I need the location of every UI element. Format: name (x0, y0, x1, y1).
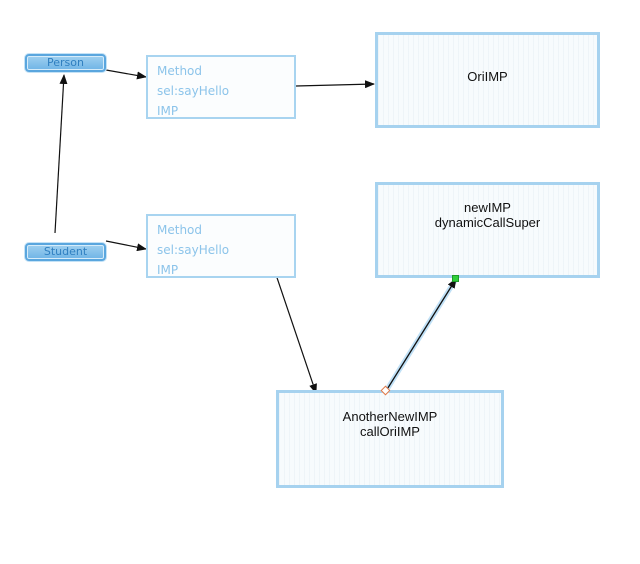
ori-imp-label: OriIMP (467, 69, 508, 84)
selector-line: sel:sayHello (157, 243, 230, 257)
new-imp-box[interactable]: newIMP dynamicCallSuper (375, 182, 600, 278)
student-method-box[interactable]: Method sel:sayHello IMP (146, 214, 296, 278)
another-new-imp-box[interactable]: AnotherNewIMP callOriIMP (276, 390, 504, 488)
dynamic-call-super-label: dynamicCallSuper (434, 215, 541, 230)
student-node[interactable]: Student (25, 243, 106, 261)
another-new-imp-label: AnotherNewIMP (342, 409, 438, 424)
edge-person-to-person-method[interactable] (105, 69, 147, 80)
imp-line: IMP (157, 263, 179, 277)
edge-person-method-to-ori-imp[interactable] (295, 80, 375, 89)
edge-another-new-imp-to-new-imp[interactable] (385, 278, 457, 392)
person-method-box[interactable]: Method sel:sayHello IMP (146, 55, 296, 119)
call-ori-imp-label: callOriIMP (360, 424, 420, 439)
ori-imp-box[interactable]: OriIMP (375, 32, 600, 128)
person-node[interactable]: Person (25, 54, 106, 72)
connector-end-handle[interactable] (452, 275, 459, 282)
person-label: Person (47, 56, 84, 69)
selector-line: sel:sayHello (157, 84, 230, 98)
edge-student-to-student-method[interactable] (105, 240, 147, 252)
imp-line: IMP (157, 104, 179, 118)
method-line: Method (157, 223, 203, 237)
new-imp-label: newIMP (464, 200, 511, 215)
method-line: Method (157, 64, 203, 78)
student-label: Student (43, 245, 88, 258)
edge-student-to-person[interactable] (54, 74, 68, 234)
